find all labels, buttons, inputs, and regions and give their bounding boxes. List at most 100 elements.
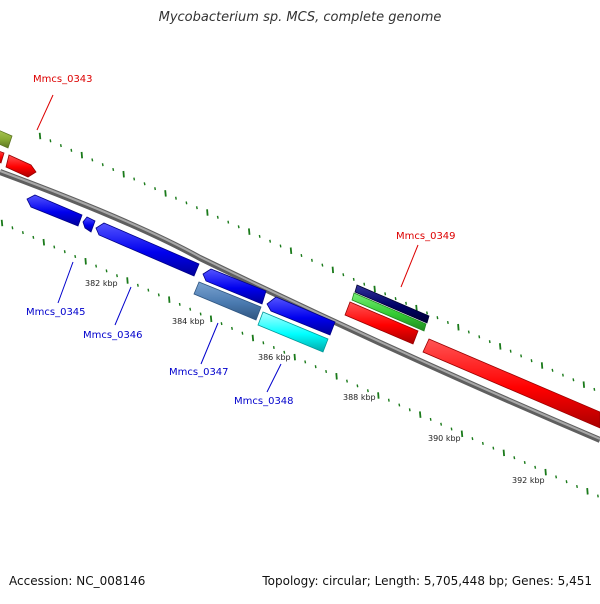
gc-lower-mark [597,494,599,498]
gene-label-mmcs-0346[interactable]: Mmcs_0346 [83,330,143,341]
feature-mmcs-0349[interactable] [344,301,419,345]
gc-lower-mark [157,293,160,297]
gc-upper-mark [446,320,449,325]
feature-red-long[interactable] [422,338,600,429]
map-title: Mycobacterium sp. MCS, complete genome [158,10,442,25]
gc-upper-mark [101,163,104,167]
gc-upper-mark [352,277,355,281]
feature-mmcs-0348[interactable] [257,311,329,353]
feature-mmcs-0343[interactable] [5,154,37,178]
gc-upper-mark [331,266,334,274]
gene-label-mmcs-0345[interactable]: Mmcs_0345 [26,307,86,318]
gc-lower-mark [481,441,484,445]
gc-upper-mark [426,311,428,315]
gene-label-mmcs-0349[interactable]: Mmcs_0349 [396,231,456,242]
gene-label-mmcs-0347[interactable]: Mmcs_0347 [169,367,229,378]
gc-lower-mark [42,238,45,246]
gc-upper-mark [478,335,481,339]
gc-lower-mark [241,331,244,335]
gc-lower-mark [513,456,516,460]
gc-lower-mark [220,322,223,326]
gc-lower-mark [419,411,422,418]
gene-callouts [36,94,419,393]
gc-lower-mark [21,231,24,235]
gene-label-mmcs-0348[interactable]: Mmcs_0348 [234,396,294,407]
gc-lower-mark [199,312,202,316]
gc-lower-mark [126,277,129,284]
accession-label: Accession: NC_008146 [9,574,146,588]
gc-lower-mark [136,283,139,287]
gc-upper-mark [384,292,387,296]
gc-upper-mark [363,282,366,286]
gc-upper-mark [562,373,564,377]
gc-lower-mark [178,302,181,306]
feature-mmcs-0346[interactable] [95,222,200,277]
gc-lower-mark [209,315,213,323]
gc-lower-mark [586,488,589,495]
gc-upper-mark [237,225,240,229]
gc-lower-mark [189,307,192,311]
gc-upper-mark [509,349,512,353]
gc-lower-mark [502,449,505,457]
gc-upper-mark [279,244,282,248]
feature-navy[interactable] [354,284,430,324]
gc-upper-mark [540,362,544,369]
gc-upper-mark [175,196,177,200]
feature-mmcs-0348b[interactable] [266,296,336,336]
gc-lower-mark [95,264,98,268]
gc-lower-mark [335,373,338,380]
gc-lower-mark [555,475,558,479]
gc-upper-mark [248,228,251,235]
gc-lower-mark [366,389,369,393]
feature-mmcs-0347[interactable] [193,281,262,321]
gc-lower-mark [429,417,432,421]
gc-lower-mark [304,360,307,364]
gc-lower-mark [53,245,56,249]
feature-mmcs-0347b[interactable] [202,268,267,305]
gene-labels: Mmcs_0343 Mmcs_0345 Mmcs_0346 Mmcs_0347 … [26,74,456,407]
gene-label-mmcs-0343[interactable]: Mmcs_0343 [33,74,93,85]
gc-lower-mark [387,398,390,402]
gc-lower-mark [440,422,443,426]
gc-lower-mark [168,296,171,303]
feature-green[interactable] [351,292,427,332]
gc-lower-mark [314,365,317,369]
scale-tick-labels: 382 kbp 384 kbp 386 kbp 388 kbp 390 kbp … [85,279,545,485]
gc-lower-mark [492,446,495,450]
gc-lower-mark [565,480,568,484]
gc-lower-mark [105,269,108,273]
gc-upper-mark [227,220,230,224]
gc-track-upper [38,132,596,391]
gc-upper-mark [59,144,62,148]
gc-upper-mark [143,182,146,186]
feature-olive-edge[interactable] [0,129,13,149]
gc-upper-mark [582,381,585,388]
gc-lower-mark [544,468,547,476]
gc-upper-mark [488,340,491,344]
gc-upper-mark [551,368,554,372]
gc-upper-mark [91,158,94,162]
gc-lower-mark [346,379,348,383]
tick-label-392: 392 kbp [512,476,545,485]
feature-mmcs-0345b[interactable] [82,216,96,233]
gc-upper-mark [38,132,42,140]
gc-upper-mark [436,316,439,320]
tick-label-382: 382 kbp [85,279,118,288]
gc-upper-mark [373,285,376,293]
gc-lower-mark [534,465,537,469]
gc-upper-mark [457,323,460,331]
gc-upper-mark [112,167,115,172]
gc-upper-mark [520,354,523,358]
gc-upper-mark [499,343,502,350]
feature-mmcs-0343-left[interactable] [0,150,5,164]
gc-upper-mark [133,177,136,181]
gc-lower-mark [576,484,578,489]
gc-upper-mark [216,215,219,219]
gc-lower-mark [293,353,296,361]
feature-mmcs-0345[interactable] [26,194,83,227]
gc-upper-mark [185,201,188,205]
gc-upper-mark [80,151,83,159]
gc-upper-mark [415,304,418,312]
